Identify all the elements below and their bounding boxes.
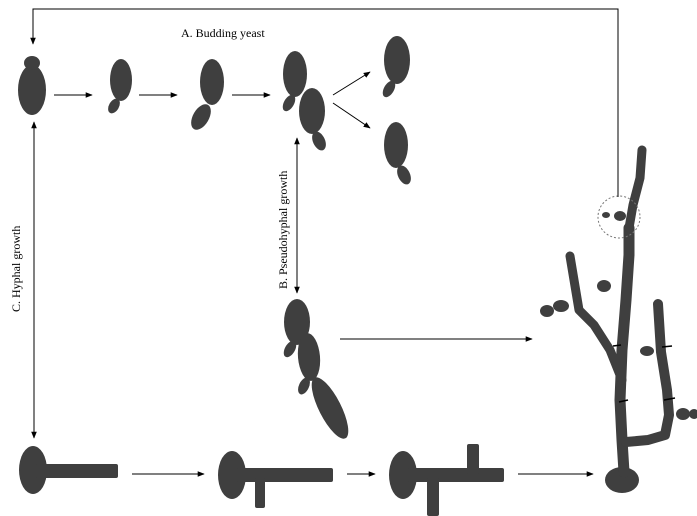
budding-site-highlight xyxy=(597,195,641,239)
pseudohyphal-chain xyxy=(283,299,349,439)
yeast-cell-start xyxy=(18,56,46,115)
label-pseudohyphal-growth: B. Pseudohyphal growth xyxy=(276,171,290,289)
germ-tube-stage-2 xyxy=(218,451,333,508)
germ-tube-stage-1 xyxy=(19,446,118,494)
germ-tube-stage-3 xyxy=(389,444,504,516)
yeast-daughter-top xyxy=(382,36,410,98)
budding-row xyxy=(18,36,411,185)
branched-hypha xyxy=(540,145,697,493)
yeast-cell-small-bud xyxy=(108,59,132,114)
yeast-cell-growing-bud xyxy=(191,59,224,130)
label-hyphal-growth: C. Hyphal growth xyxy=(9,226,23,312)
arrows xyxy=(30,8,619,477)
hyphal-row xyxy=(19,444,504,516)
arrow-split-up xyxy=(332,71,371,96)
arrow-return-loop xyxy=(30,8,619,197)
label-budding-yeast: A. Budding yeast xyxy=(181,26,265,40)
yeast-cell-mature-bud xyxy=(282,51,326,151)
arrow-split-down xyxy=(332,102,371,129)
yeast-daughter-bottom xyxy=(384,122,411,185)
